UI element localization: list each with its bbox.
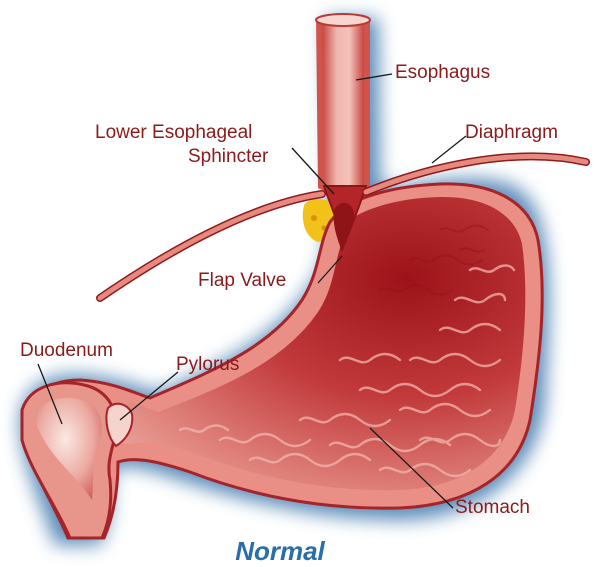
label-flap-valve: Flap Valve [198, 270, 286, 292]
label-lower-esophageal: Lower Esophageal [95, 122, 252, 144]
leader-diaphragm [432, 136, 466, 163]
label-sphincter: Sphincter [188, 146, 268, 168]
label-esophagus: Esophagus [395, 62, 490, 84]
duodenum [22, 383, 116, 538]
label-pylorus: Pylorus [176, 354, 239, 376]
label-diaphragm: Diaphragm [465, 122, 558, 144]
esophagus [316, 14, 370, 200]
label-stomach: Stomach [455, 497, 530, 519]
caption-normal: Normal [0, 536, 560, 566]
label-duodenum: Duodenum [20, 340, 113, 362]
